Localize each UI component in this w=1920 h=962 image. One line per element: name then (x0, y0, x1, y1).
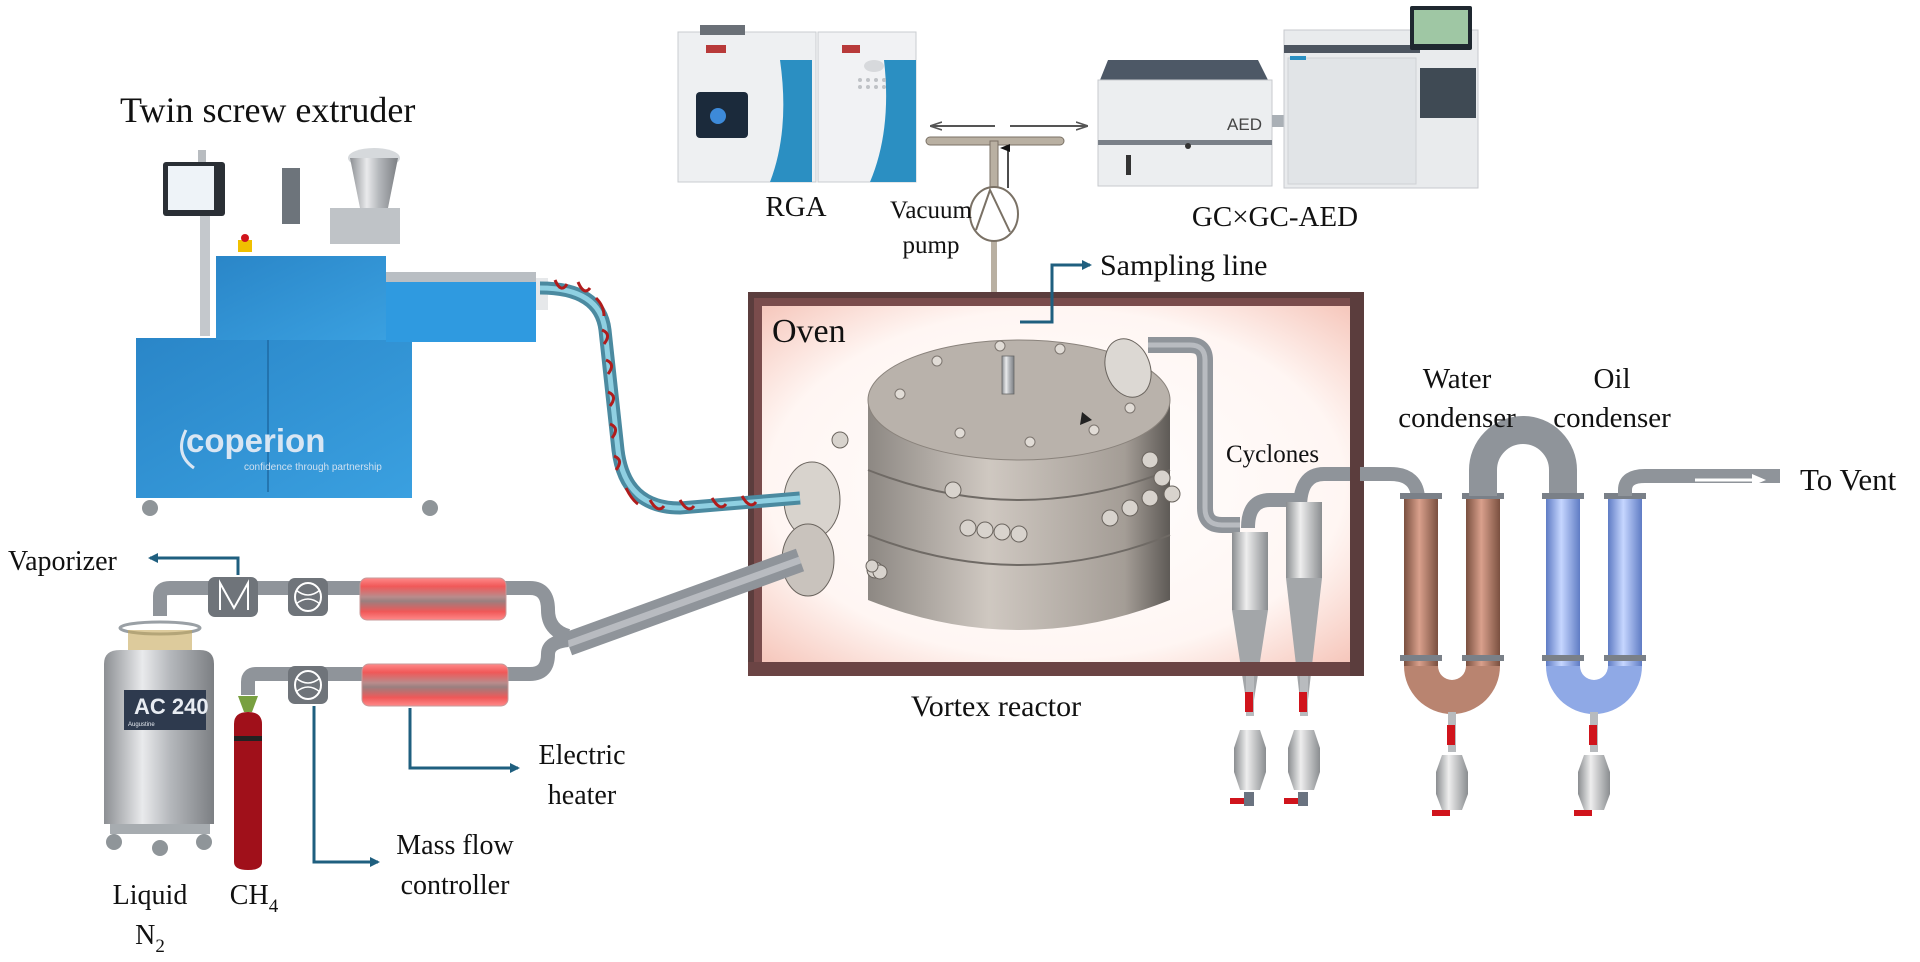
vacuum-pump-label-line1: Vacuum (890, 197, 972, 224)
water-condenser (1400, 493, 1504, 714)
rga-instrument (677, 25, 917, 183)
water-condenser-label-line2: condenser (1398, 402, 1516, 434)
collection-pot-oil (1574, 712, 1610, 816)
oven-label: Oven (772, 313, 846, 350)
electric-heater-ch4 (361, 663, 509, 707)
sampling-line-label: Sampling line (1100, 249, 1268, 282)
oven-frame-right (1350, 292, 1364, 676)
mass-flow-controller-arrow (312, 706, 380, 867)
vaporizer-label: Vaporizer (8, 546, 118, 577)
liquid-n2-label-line2: N2 (135, 920, 165, 957)
water-condenser-label-line1: Water (1423, 363, 1492, 395)
vent-pipe (1618, 469, 1780, 496)
mass-flow-controller-label-line1: Mass flow (396, 830, 514, 861)
heat-trace-icon (553, 279, 758, 511)
electric-heater-label-line1: Electric (538, 740, 625, 771)
liquid-n2-label-line1: Liquid (113, 880, 188, 911)
sampling-line-arrow (1020, 260, 1092, 324)
dewar-model: AC 240 (134, 694, 209, 719)
vacuum-pump-label-line2: pump (903, 232, 960, 259)
collection-pot-water (1432, 712, 1468, 816)
extruder-label: Twin screw extruder (120, 90, 415, 130)
aed-panel-label: AED (1227, 115, 1262, 134)
vaporizer-arrow (148, 553, 240, 575)
vortex-reactor-label: Vortex reactor (911, 690, 1081, 723)
collection-pot-cyclone-1 (1230, 676, 1266, 806)
heated-feed-line (539, 279, 801, 515)
electric-heater-label-line2: heater (548, 780, 617, 811)
dewar-brand-line1: Augustine (128, 722, 155, 728)
extruder-tagline: confidence through partnership (244, 462, 382, 473)
oven-frame-bottom (748, 662, 1364, 676)
collection-pot-cyclone-2 (1284, 676, 1320, 806)
twin-screw-extruder: coperion confidence through partnership (136, 148, 548, 516)
cyclones-label: Cyclones (1226, 441, 1319, 468)
electric-heater-n2 (359, 577, 507, 621)
to-vent-label: To Vent (1800, 462, 1897, 497)
electric-heater-arrow (408, 708, 520, 773)
mass-flow-controller-label-line2: controller (401, 870, 511, 901)
gc-aed-label: GC×GC-AED (1192, 201, 1358, 233)
oil-condenser-label-line1: Oil (1593, 363, 1630, 395)
mass-flow-controller-ch4 (288, 666, 328, 704)
cyclones: Cyclones (1226, 441, 1360, 700)
vaporizer-icon (208, 577, 258, 617)
mass-flow-controller-n2 (288, 578, 328, 616)
oil-condenser-label-line2: condenser (1553, 402, 1671, 434)
extruder-brand: coperion (186, 422, 325, 459)
ch4-label: CH4 (230, 880, 279, 917)
ch4-cylinder (234, 696, 262, 870)
rga-logo (706, 45, 726, 53)
oil-condenser (1542, 493, 1646, 714)
gc-aed-instrument: AED (1097, 6, 1479, 189)
extruder-cabinet (136, 338, 412, 498)
liquid-n2-dewar: AC 240 Augustine (104, 620, 214, 856)
condenser-crossover-pipe (1469, 416, 1577, 496)
condenser-collection-pots (1432, 712, 1610, 816)
rga-label: RGA (765, 191, 826, 223)
collection-pots (1230, 676, 1320, 806)
vortex-reactor (781, 338, 1181, 630)
gas-lines (153, 581, 571, 695)
